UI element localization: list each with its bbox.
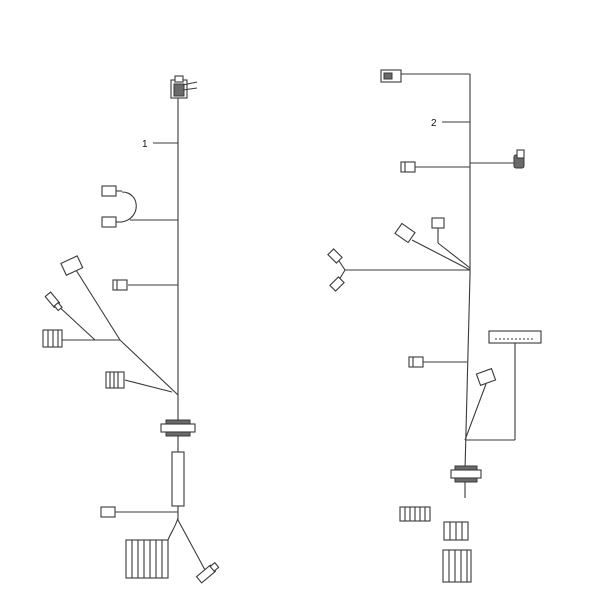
branch-wire	[54, 302, 96, 341]
callout-1-label: 1	[142, 139, 148, 150]
wire-connector-icon	[443, 521, 469, 541]
wire-connector-icon	[380, 69, 470, 83]
cable-grommet-icon	[450, 465, 482, 483]
branch-wire	[437, 242, 471, 269]
branch-wire	[75, 269, 121, 341]
wire-connector-icon	[400, 161, 470, 173]
harness-2: 2	[327, 69, 542, 583]
wire-connector-icon	[475, 367, 497, 387]
wire-connector-icon	[431, 217, 445, 229]
wire-connector-icon	[101, 185, 178, 228]
wire-connector-icon	[399, 506, 431, 522]
mains-plug-icon	[170, 75, 198, 99]
harness-1: 1	[42, 75, 220, 584]
branch-wire	[124, 379, 173, 393]
wire-connector-icon	[470, 149, 525, 169]
wire-sleeve	[171, 451, 185, 507]
wire-connector-icon	[327, 248, 343, 264]
wire-connector-icon	[408, 356, 467, 368]
wire-connector-icon	[44, 291, 63, 312]
branch-wire	[167, 517, 179, 541]
wire-connector-icon	[195, 561, 220, 584]
wire-connector-icon	[42, 329, 63, 348]
wire-connector-icon	[329, 276, 345, 292]
branch-wire	[464, 383, 487, 441]
branch-wire	[177, 519, 206, 571]
wire-connector-icon	[105, 371, 125, 389]
branch-wire	[411, 239, 471, 271]
wire-connector-icon	[112, 279, 178, 291]
wire-connector-icon	[125, 539, 169, 579]
harness-2-trunk	[464, 274, 471, 471]
wire-connector-icon	[442, 549, 472, 583]
wire-connector-icon	[394, 222, 416, 244]
wire-connector-icon	[100, 506, 178, 518]
callout-2-label: 2	[431, 118, 437, 129]
wire-connector-icon	[60, 255, 84, 276]
cable-grommet-icon	[160, 410, 196, 437]
branch-wire	[119, 339, 179, 396]
wire-connector-icon	[466, 330, 542, 441]
